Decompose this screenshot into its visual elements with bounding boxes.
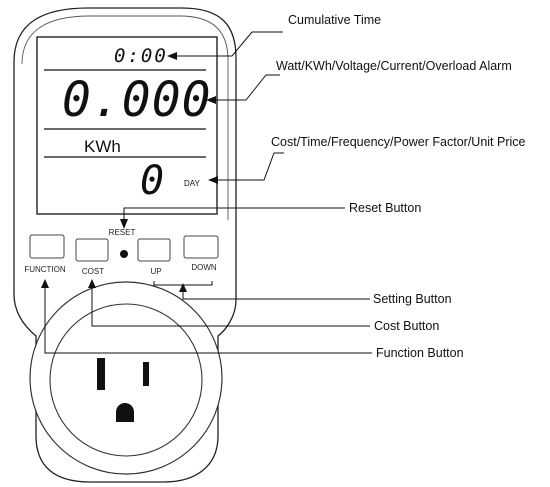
- cost-button[interactable]: [75, 238, 109, 262]
- display-main-reading: 0.000: [62, 72, 212, 128]
- leader-function-button: [44, 284, 372, 354]
- arrowhead-secondary-display: [208, 176, 218, 184]
- reset-button[interactable]: [120, 250, 128, 258]
- leader-reset-button: [123, 207, 345, 224]
- cost-button-label: COST: [81, 267, 105, 276]
- reset-button-label: RESET: [108, 228, 136, 237]
- arrowhead-cumulative-time: [167, 52, 177, 60]
- display-secondary-reading: 0: [140, 158, 165, 204]
- display-secondary-unit: DAY: [184, 179, 200, 188]
- callout-setting-button: Setting Button: [373, 292, 452, 306]
- leader-secondary-display: [216, 152, 284, 181]
- callout-cost-button: Cost Button: [374, 319, 440, 333]
- arrowhead-main-display: [206, 96, 216, 104]
- leader-cost-button: [91, 284, 370, 327]
- arrowhead-cost-button: [88, 279, 96, 288]
- leader-main-display: [214, 74, 280, 101]
- display-unit: KWh: [84, 137, 121, 156]
- down-button[interactable]: [183, 235, 219, 259]
- lcd-screen: [36, 36, 218, 215]
- leader-cumulative-time: [174, 31, 283, 57]
- function-button[interactable]: [29, 234, 65, 259]
- outlet-slot-left: [97, 358, 105, 390]
- outlet-slot-right: [143, 362, 149, 386]
- callout-cumulative-time: Cumulative Time: [288, 13, 382, 27]
- arrowhead-setting-button: [179, 283, 187, 292]
- callout-function-button: Function Button: [376, 346, 464, 360]
- outlet-face: [49, 303, 203, 457]
- outlet-ground-hole: [116, 403, 134, 422]
- up-button-label: UP: [150, 267, 162, 276]
- display-time: 0:00: [114, 45, 168, 67]
- callout-reset-button: Reset Button: [349, 201, 422, 215]
- arrowhead-function-button: [41, 279, 49, 288]
- down-button-label: DOWN: [191, 263, 217, 272]
- arrowhead-reset-button: [120, 219, 128, 229]
- function-button-label: FUNCTION: [24, 265, 66, 274]
- callout-main-display: Watt/KWh/Voltage/Current/Overload Alarm: [276, 59, 512, 73]
- leader-setting-button: [182, 289, 370, 300]
- device-inner-outline: [21, 15, 229, 220]
- up-button[interactable]: [137, 238, 171, 262]
- callout-secondary-display: Cost/Time/Frequency/Power Factor/Unit Pr…: [271, 135, 526, 149]
